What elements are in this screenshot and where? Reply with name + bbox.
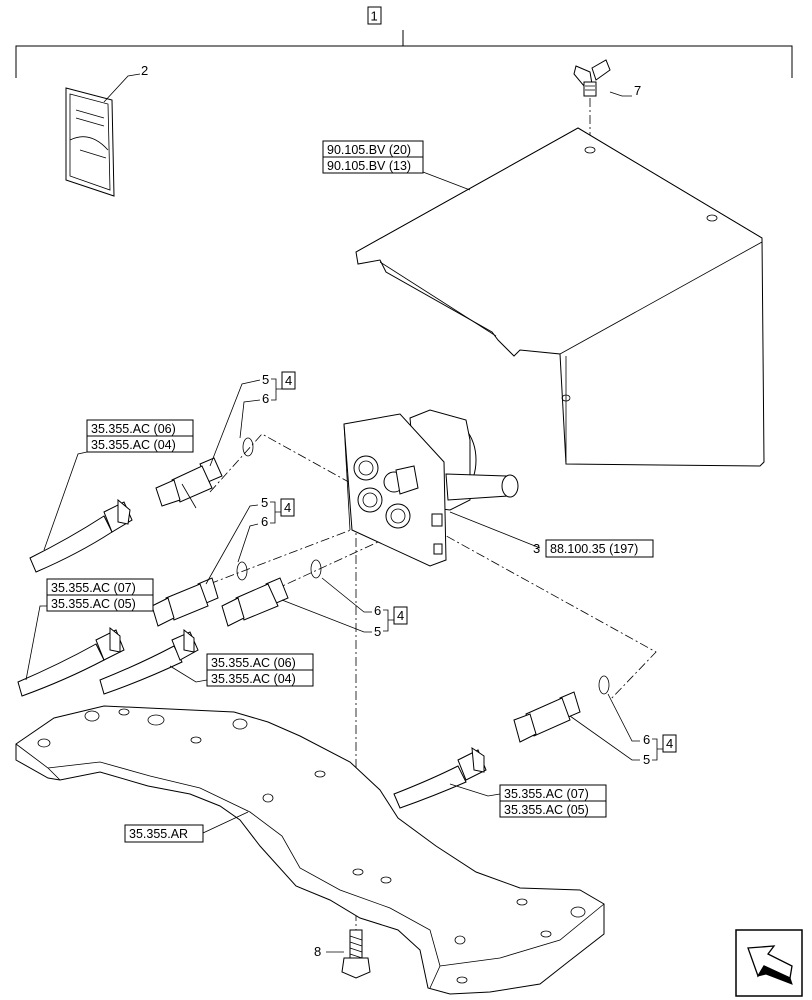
svg-text:5: 5 bbox=[262, 372, 269, 387]
svg-text:35.355.AC (07): 35.355.AC (07) bbox=[504, 787, 589, 801]
svg-text:35.355.AC (05): 35.355.AC (05) bbox=[51, 597, 136, 611]
wing-bolt-callout: 7 bbox=[634, 83, 641, 98]
svg-text:6: 6 bbox=[374, 603, 381, 618]
manual-callout: 2 bbox=[141, 63, 148, 78]
callout-6-5-box-right: 6 5 4 bbox=[569, 693, 677, 767]
bolt: 8 bbox=[314, 929, 371, 979]
hose-middle-center bbox=[99, 628, 199, 695]
svg-text:35.355.AC (04): 35.355.AC (04) bbox=[211, 672, 296, 686]
svg-text:6: 6 bbox=[261, 514, 268, 529]
svg-text:4: 4 bbox=[666, 736, 673, 751]
fitting-middle-left bbox=[151, 561, 248, 627]
svg-text:5: 5 bbox=[643, 752, 650, 767]
fitting-middle-center bbox=[221, 559, 322, 627]
svg-text:5: 5 bbox=[374, 624, 381, 639]
cover-ref-a: 90.105.BV (20) bbox=[327, 143, 411, 157]
hose-middle-center-reference: 35.355.AC (06) 35.355.AC (04) bbox=[169, 653, 314, 687]
callout-5-6-box-middle: 5 6 4 bbox=[205, 495, 295, 585]
bolt-callout: 8 bbox=[314, 944, 321, 959]
navigation-arrow-icon[interactable] bbox=[735, 929, 803, 997]
hose-middle-left-reference: 35.355.AC (07) 35.355.AC (05) bbox=[25, 578, 154, 681]
valve-callout: 3 bbox=[533, 541, 540, 556]
svg-text:35.355.AC (06): 35.355.AC (06) bbox=[211, 656, 296, 670]
svg-text:35.355.AC (05): 35.355.AC (05) bbox=[504, 803, 589, 817]
bracket-reference: 35.355.AR bbox=[124, 811, 249, 843]
cover-plate bbox=[355, 127, 765, 467]
svg-text:35.355.AC (04): 35.355.AC (04) bbox=[91, 438, 176, 452]
fitting-bottom-right bbox=[513, 675, 610, 743]
wing-bolt: 7 bbox=[573, 59, 641, 140]
hose-bottom-right-reference: 35.355.AC (07) 35.355.AC (05) bbox=[449, 783, 607, 818]
assembly-brace: 1 bbox=[15, 6, 793, 78]
svg-text:6: 6 bbox=[643, 732, 650, 747]
svg-text:4: 4 bbox=[397, 608, 404, 623]
svg-text:5: 5 bbox=[261, 495, 268, 510]
cover-ref-b: 90.105.BV (13) bbox=[327, 159, 411, 173]
svg-text:35.355.AR: 35.355.AR bbox=[129, 827, 188, 841]
valve-reference: 3 88.100.35 (197) bbox=[449, 511, 654, 558]
svg-text:6: 6 bbox=[262, 391, 269, 406]
cover-reference: 90.105.BV (20) 90.105.BV (13) bbox=[322, 140, 471, 191]
hose-upper-left bbox=[29, 498, 133, 573]
valve-ref: 88.100.35 (197) bbox=[550, 542, 638, 556]
svg-text:35.355.AC (07): 35.355.AC (07) bbox=[51, 581, 136, 595]
fitting-upper-left bbox=[155, 437, 254, 509]
svg-text:4: 4 bbox=[285, 373, 292, 388]
callout-6-5-box-center: 6 5 4 bbox=[281, 577, 408, 639]
operators-manual: 2 bbox=[65, 63, 148, 197]
hose-bottom-right bbox=[393, 747, 487, 809]
svg-text:35.355.AC (06): 35.355.AC (06) bbox=[91, 422, 176, 436]
mounting-bracket bbox=[15, 705, 605, 995]
valve-block bbox=[343, 409, 519, 567]
svg-text:4: 4 bbox=[284, 500, 291, 515]
hose-middle-left bbox=[17, 626, 125, 697]
assembly-callout: 1 bbox=[371, 9, 378, 24]
hose-upper-left-reference: 35.355.AC (06) 35.355.AC (04) bbox=[43, 419, 194, 551]
callout-5-6-box-upper: 5 6 4 bbox=[209, 371, 296, 467]
